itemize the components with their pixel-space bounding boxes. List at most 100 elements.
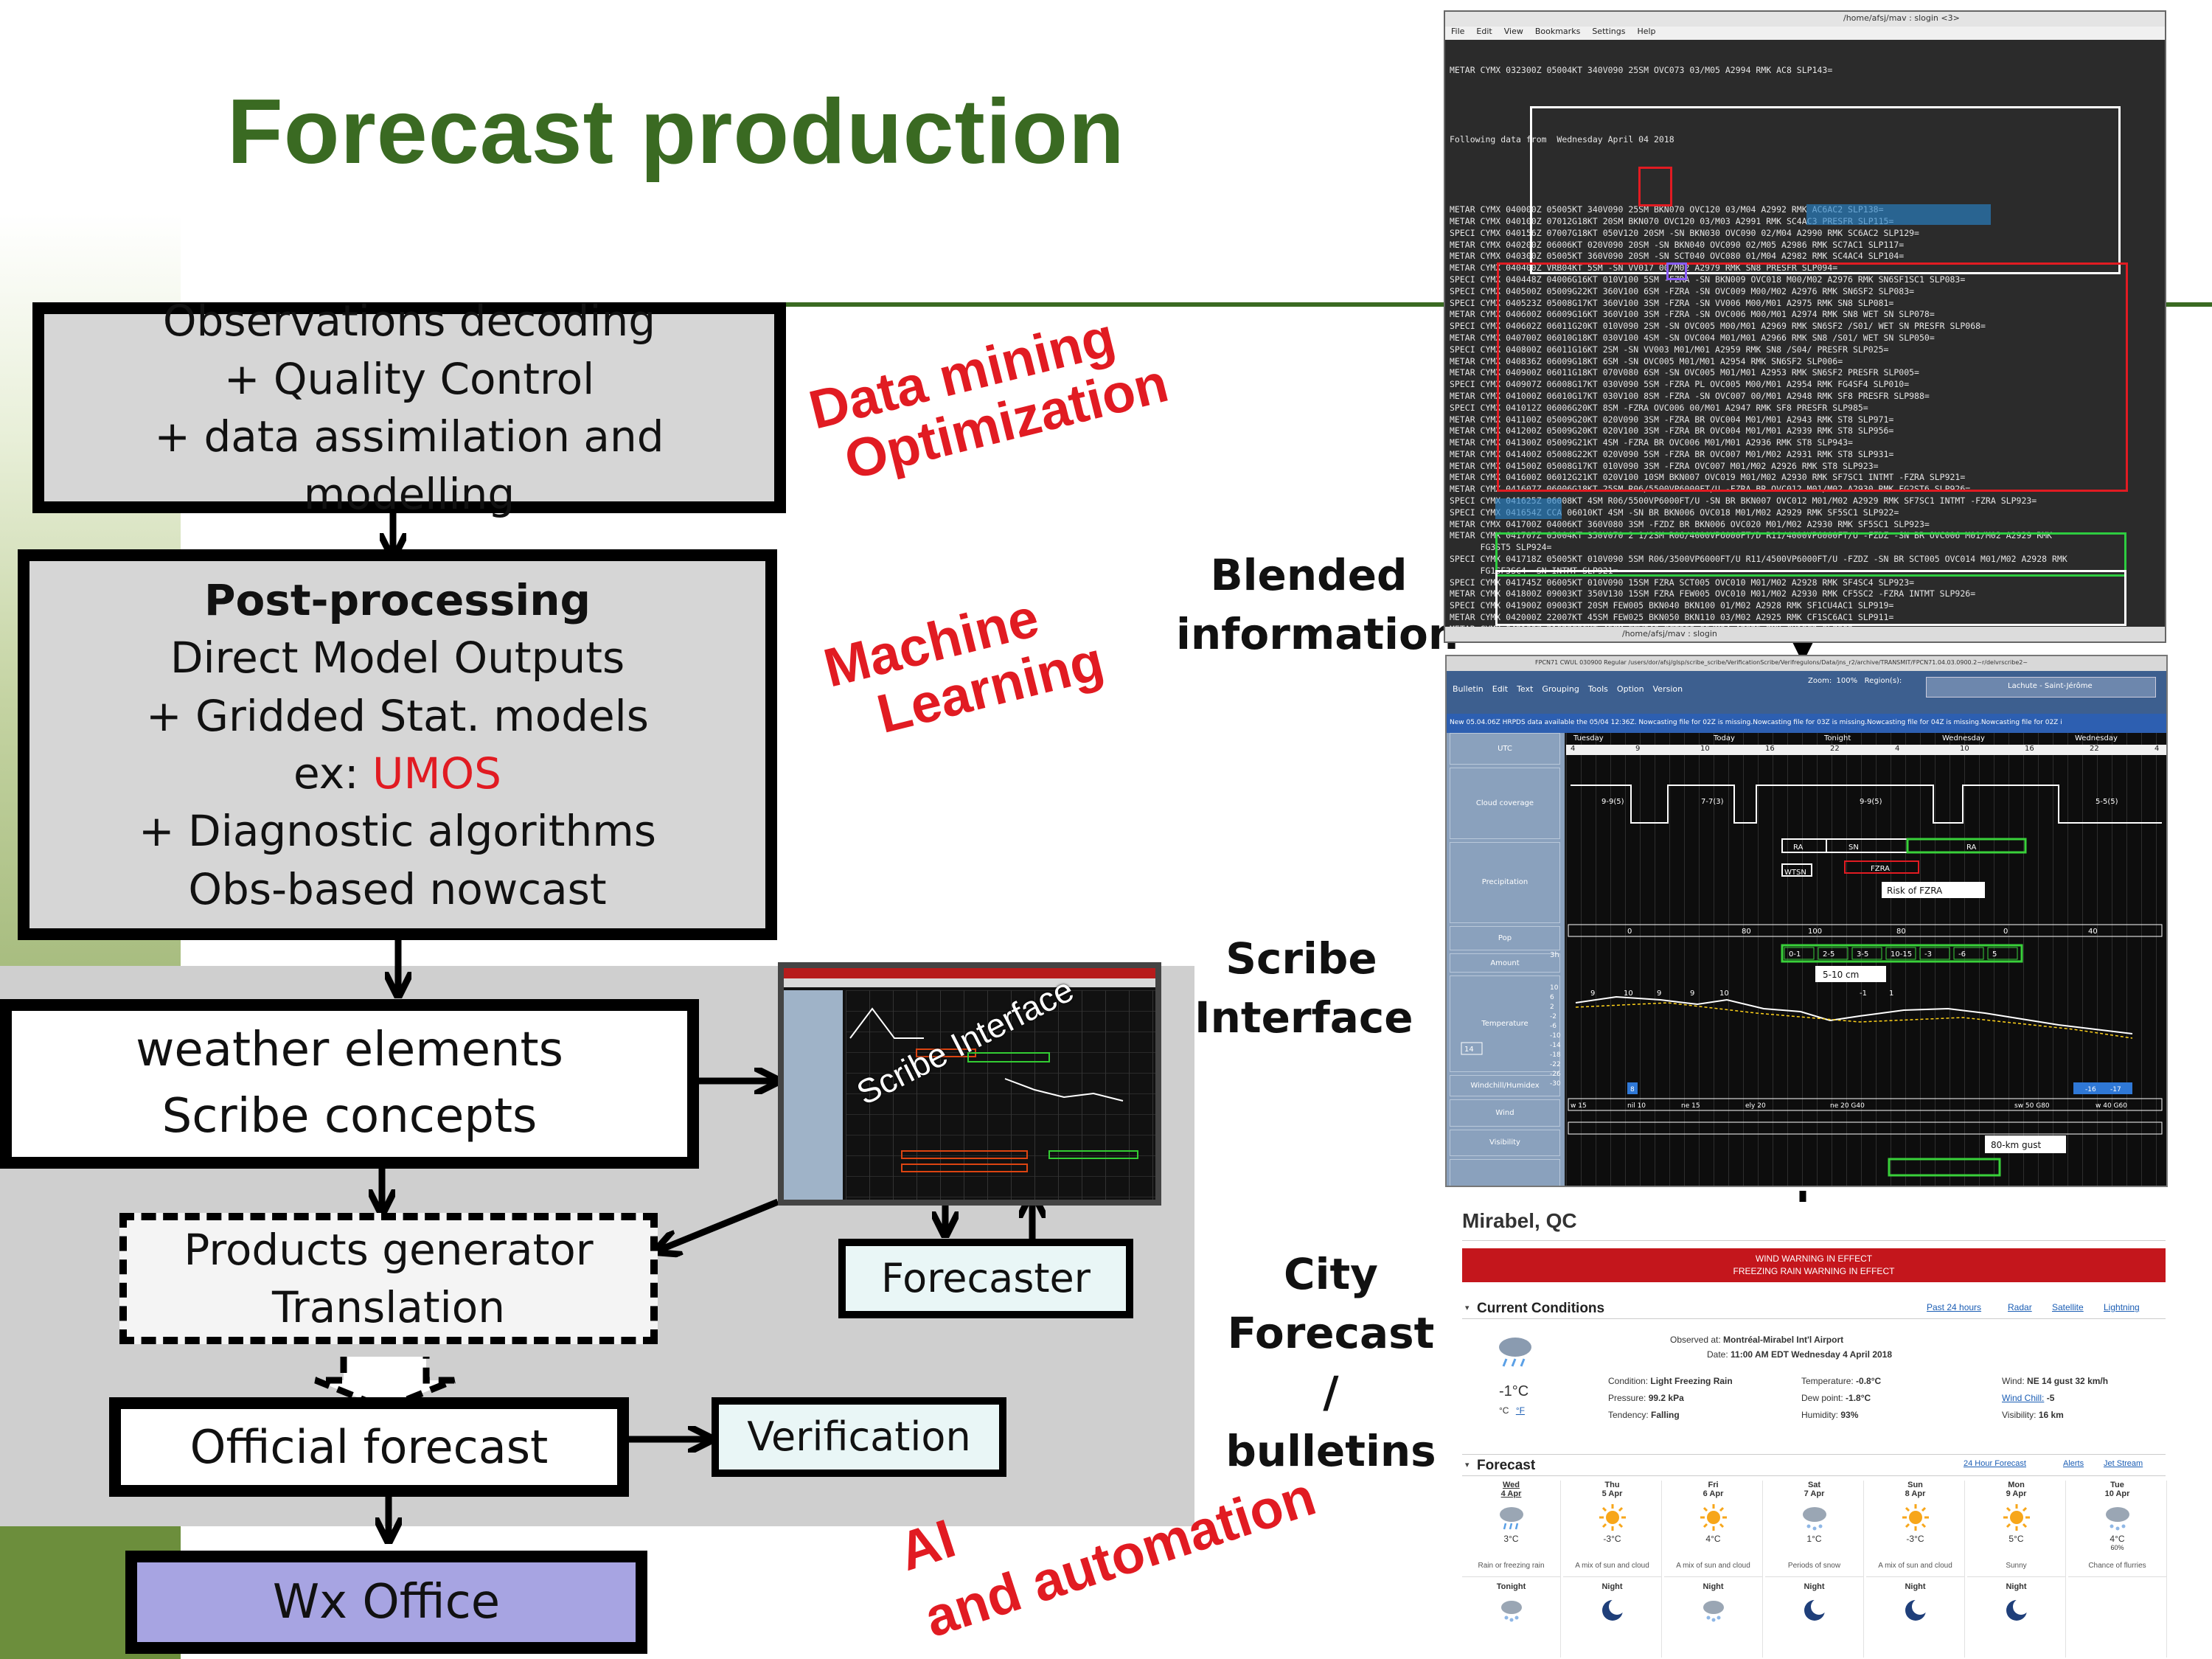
city-link-satellite[interactable]: Satellite xyxy=(2052,1302,2084,1312)
snow-label-bg xyxy=(1815,966,1886,982)
metar-terminal-window: /home/afsj/mav : slogin <3> File Edit Vi… xyxy=(1444,10,2166,643)
scribe-region-value: Lachute - Saint-Jérôme xyxy=(2008,682,2093,690)
metar-menu-bookmarks[interactable]: Bookmarks xyxy=(1534,27,1581,36)
forecast-day-temp: 5°C xyxy=(2008,1534,2024,1544)
pop-value: 40 xyxy=(2088,928,2098,936)
scribe-menu-option[interactable]: Option xyxy=(1616,684,1644,694)
scribe-day-label: Tonight xyxy=(1824,734,1851,742)
metar-highlight-white-box xyxy=(1530,106,2121,274)
scribe-utc-tick: 16 xyxy=(2025,745,2034,753)
metar-line: SPECI CYMX 040907Z 06008G17KT 030V090 5S… xyxy=(1450,379,1910,390)
metar-menu-settings[interactable]: Settings xyxy=(1592,27,1626,36)
city-warning-wind[interactable]: WIND WARNING IN EFFECT xyxy=(1755,1253,1873,1264)
city-link-radar[interactable]: Radar xyxy=(2008,1302,2032,1312)
forecast-night-label: Tonight xyxy=(1496,1582,1526,1591)
windchill-value: 8 xyxy=(1630,1086,1635,1093)
city-current-header: Current Conditions ▾ Past 24 hours Radar… xyxy=(1462,1298,2166,1319)
scribe-row-label: Temperature xyxy=(1450,975,1560,1072)
city-unit-toggle[interactable]: °C °F xyxy=(1499,1405,1525,1416)
scribe-zoom[interactable]: Zoom: 100% Region(s): xyxy=(1808,677,1902,685)
temperature-value: 1 xyxy=(1889,990,1893,998)
city-link-jetstream[interactable]: Jet Stream xyxy=(2104,1459,2143,1468)
scribe-utc-tick: 16 xyxy=(1765,745,1775,753)
temperature-trace xyxy=(1575,995,2133,1034)
city-location-divider xyxy=(1462,1240,2166,1241)
postprocessing-box: Post-processing Direct Model Outputs + G… xyxy=(18,549,777,940)
official-forecast-box: Official forecast xyxy=(109,1397,629,1497)
wind-value: w 40 G60 xyxy=(2096,1102,2127,1110)
city-windchill-label[interactable]: Wind Chill: xyxy=(2002,1393,2045,1403)
umos-highlight: UMOS xyxy=(372,748,501,799)
scribe-menu-text[interactable]: Text xyxy=(1517,684,1534,694)
metar-line: SPECI CYMX 040500Z 05009G22KT 360V100 6S… xyxy=(1450,285,1915,296)
temp-scale-tick: 10 xyxy=(1550,984,1559,992)
city-link-past24[interactable]: Past 24 hours xyxy=(1927,1302,1982,1312)
scribe-day-label: Tuesday xyxy=(1573,734,1604,742)
forecast-day-name: Fri xyxy=(1708,1481,1719,1489)
city-link-24h[interactable]: 24 Hour Forecast xyxy=(1964,1459,2026,1468)
moon-icon xyxy=(1801,1597,1828,1624)
metar-menu-file[interactable]: File xyxy=(1451,27,1465,36)
temp-scale-tick: -26 xyxy=(1550,1071,1561,1078)
label-blended-information: Blended information xyxy=(1176,546,1458,664)
gust-label-bg xyxy=(1985,1135,2066,1153)
metar-line: SPECI CYMX 041718Z 05005KT 010V090 5SM R… xyxy=(1450,554,2067,565)
metar-menu-edit[interactable]: Edit xyxy=(1476,27,1492,36)
metar-highlight-red-box xyxy=(1497,262,2128,492)
temp-scale-tick: -30 xyxy=(1550,1080,1561,1088)
metar-titlebar: /home/afsj/mav : slogin <3> xyxy=(1445,12,2165,27)
scribe-menu-grouping[interactable]: Grouping xyxy=(1542,684,1579,694)
forecast-day-temp: 4°C xyxy=(2110,1534,2125,1544)
city-link-lightning[interactable]: Lightning xyxy=(2104,1302,2140,1312)
city-unit-f[interactable]: °F xyxy=(1515,1405,1525,1416)
risk-label: Risk of FZRA xyxy=(1887,886,1943,896)
forecast-night-label: Night xyxy=(1905,1582,1926,1591)
precip-box xyxy=(1906,838,2027,854)
city-pressure-row: Pressure: 99.2 kPa xyxy=(1608,1390,1733,1407)
city-link-alerts[interactable]: Alerts xyxy=(2063,1459,2084,1468)
metar-menu-help[interactable]: Help xyxy=(1637,27,1656,36)
forecast-night-label: Night xyxy=(1703,1582,1724,1591)
label-blended-line-1: Blended xyxy=(1210,550,1408,600)
amount-value: 2-5 xyxy=(1823,950,1834,959)
temp-box-value: 14 xyxy=(1464,1046,1474,1054)
forecast-night-label: Night xyxy=(1601,1582,1623,1591)
warning-box xyxy=(1888,1158,2001,1177)
metar-line: METAR CYMX 040600Z 06009G16KT 360V100 3S… xyxy=(1450,309,1935,320)
scribe-menu-tools[interactable]: Tools xyxy=(1587,684,1608,694)
precip-box xyxy=(1781,863,1812,877)
risk-label-bg xyxy=(1882,882,1985,898)
city-unit-c[interactable]: °C xyxy=(1499,1405,1509,1416)
forecast-divider xyxy=(1866,1576,1964,1577)
products-generator-line-1: Products generator xyxy=(184,1224,594,1275)
scribe-titlebar: FPCN71 CWUL 030900 Regular /users/dor/af… xyxy=(1447,656,2166,671)
metar-line: METAR CYMX 040900Z 06011G18KT 070V080 6S… xyxy=(1450,367,1919,378)
scribe-menu-bulletin[interactable]: Bulletin xyxy=(1453,684,1484,694)
metar-line: SPECI CYMX 041745Z 06005KT 010V090 15SM … xyxy=(1450,577,1915,588)
city-warning-fzra[interactable]: FREEZING RAIN WARNING IN EFFECT xyxy=(1733,1266,1895,1276)
metar-menu-view[interactable]: View xyxy=(1503,27,1523,36)
amount-cell xyxy=(1851,947,1882,960)
scribe-region-select[interactable]: Lachute - Saint-Jérôme xyxy=(1926,677,2156,698)
scribe-utc-tick: 22 xyxy=(2090,745,2099,753)
scribe-utc-tick: 22 xyxy=(1830,745,1840,753)
scribe-menu-edit[interactable]: Edit xyxy=(1492,684,1509,694)
amount-value: -6 xyxy=(1958,950,1966,959)
metar-highlight-white-box-2 xyxy=(1495,570,2126,626)
moon-icon xyxy=(1902,1597,1929,1624)
city-dewpoint-label: Dew point: xyxy=(1801,1393,1843,1403)
amount-value: 3-5 xyxy=(1857,950,1868,959)
forecast-night-label: Night xyxy=(1804,1582,1825,1591)
label-scribe-line-2: Interface xyxy=(1194,992,1413,1043)
scribe-menu-version[interactable]: Version xyxy=(1652,684,1683,694)
observations-box: Observations decoding + Quality Control … xyxy=(32,296,786,519)
